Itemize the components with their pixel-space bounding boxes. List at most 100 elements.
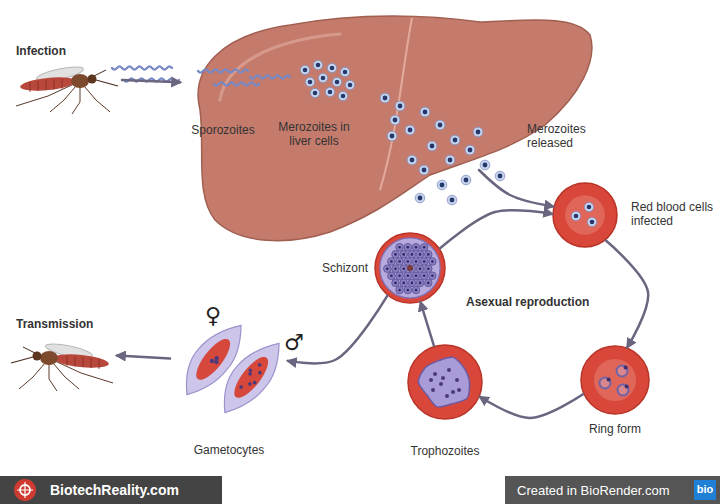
logo-cross: [17, 482, 33, 498]
mosquito-node: Infection: [12, 42, 122, 114]
daughter-merozoite: [392, 251, 400, 259]
merozoite-body: [405, 125, 415, 135]
sex-symbol: ♂: [284, 330, 310, 356]
merozoite: [325, 87, 334, 96]
daughter-merozoite: [425, 279, 433, 287]
daughter-merozoite: [429, 272, 437, 280]
merozoite-body: [325, 87, 334, 96]
merozoite-body: [461, 175, 471, 185]
abdomen-stripe: [46, 80, 47, 90]
footer-bar: BiotechReality.com: [0, 476, 222, 504]
merozoite-nucleus: [464, 178, 469, 183]
merozoite-body: [380, 93, 390, 103]
daughter-merozoite: [392, 265, 400, 273]
node-label: Merozoites in liver cells: [268, 120, 360, 148]
merozoite: [461, 175, 471, 185]
daughter-nucleus: [411, 253, 414, 256]
footer-bar: Created in BioRender.combio: [505, 476, 720, 504]
daughter-nucleus: [386, 267, 389, 270]
merozoite-body: [345, 80, 354, 89]
daughter-body: [408, 279, 416, 287]
host-cell-remnant: [191, 334, 236, 384]
daughter-merozoite: [388, 272, 396, 280]
falciform-ligament: [380, 18, 412, 190]
daughter-merozoite: [412, 272, 420, 280]
liver-node: Sporozoites Merozoites in liver cells: [180, 10, 580, 170]
merozoite-body: [332, 77, 341, 86]
cycle-arrow: [440, 210, 552, 248]
mosquito-leg: [72, 87, 80, 114]
merozoite-body: [300, 65, 309, 74]
merozoite-nucleus: [390, 134, 395, 139]
merozoite: [305, 77, 314, 86]
daughter-merozoite: [396, 272, 404, 280]
daughter-nucleus: [431, 260, 434, 263]
daughter-merozoite: [420, 258, 428, 266]
ring-cell: [580, 345, 650, 415]
daughter-body: [425, 265, 433, 273]
host-cell-remnant: [229, 352, 274, 402]
daughter-nucleus: [402, 282, 405, 285]
merozoite: [300, 65, 309, 74]
node-label: Sporozoites: [183, 123, 263, 137]
ring-body: [618, 385, 629, 396]
daughter-merozoite: [400, 251, 408, 259]
merozoite-body: [465, 145, 475, 155]
merozoite-body: [437, 180, 447, 190]
merozoite: [480, 160, 490, 170]
daughter-body: [420, 258, 428, 266]
daughter-body: [412, 244, 420, 252]
daughter-body: [392, 279, 400, 287]
chromatin-dot: [213, 359, 219, 365]
mosquito-leg: [19, 363, 45, 389]
merozoite-nucleus: [453, 138, 458, 143]
daughter-nucleus: [407, 260, 410, 263]
daughter-body: [396, 272, 404, 280]
daughter-merozoite: [400, 279, 408, 287]
mosquito-antenna: [23, 347, 35, 353]
mosquito-abdomen: [20, 75, 77, 93]
daughter-merozoite: [404, 272, 412, 280]
ring-chromatin: [607, 377, 611, 381]
merozoite-nucleus: [590, 220, 595, 225]
merozoite: [327, 63, 336, 72]
node-label: Schizont: [310, 261, 368, 275]
merozoite-body: [313, 60, 322, 69]
ring-parasite: [600, 377, 611, 388]
red-blood-cell: [581, 346, 649, 414]
merozoite: [310, 88, 319, 97]
site-logo: [14, 479, 36, 501]
abdomen-stripe: [30, 82, 31, 92]
node-label: Trophozoites: [395, 444, 495, 458]
merozoite: [473, 127, 483, 137]
ring-parasite: [617, 365, 628, 376]
logo-badge: bio: [694, 480, 716, 500]
schizont-cell: [374, 232, 446, 304]
mosquito-leg: [50, 86, 76, 112]
daughter-body: [404, 272, 412, 280]
daughter-merozoite: [416, 251, 424, 259]
daughter-merozoite: [425, 265, 433, 273]
pigment-dot: [447, 368, 451, 372]
daughter-nucleus: [402, 267, 405, 270]
daughter-nucleus: [390, 260, 393, 263]
daughter-body: [392, 265, 400, 273]
pigment-dot: [429, 378, 433, 382]
mosquito-proboscis: [96, 80, 118, 86]
cell-node: Ring form: [580, 345, 650, 415]
schizont-body: [380, 238, 440, 298]
merozoite-body: [318, 73, 327, 82]
merozoite: [437, 180, 447, 190]
daughter-body: [388, 272, 396, 280]
merozoite: [318, 73, 327, 82]
daughter-merozoite: [412, 286, 420, 294]
daughter-body: [404, 286, 412, 294]
hemozoin: [407, 265, 413, 271]
daughter-merozoite: [429, 258, 437, 266]
pigment-dot: [439, 382, 443, 386]
merozoite-body: [495, 171, 505, 181]
mosquito-proboscis: [11, 357, 33, 363]
merozoite-nucleus: [341, 94, 346, 99]
daughter-body: [396, 244, 404, 252]
daughter-nucleus: [398, 289, 401, 292]
